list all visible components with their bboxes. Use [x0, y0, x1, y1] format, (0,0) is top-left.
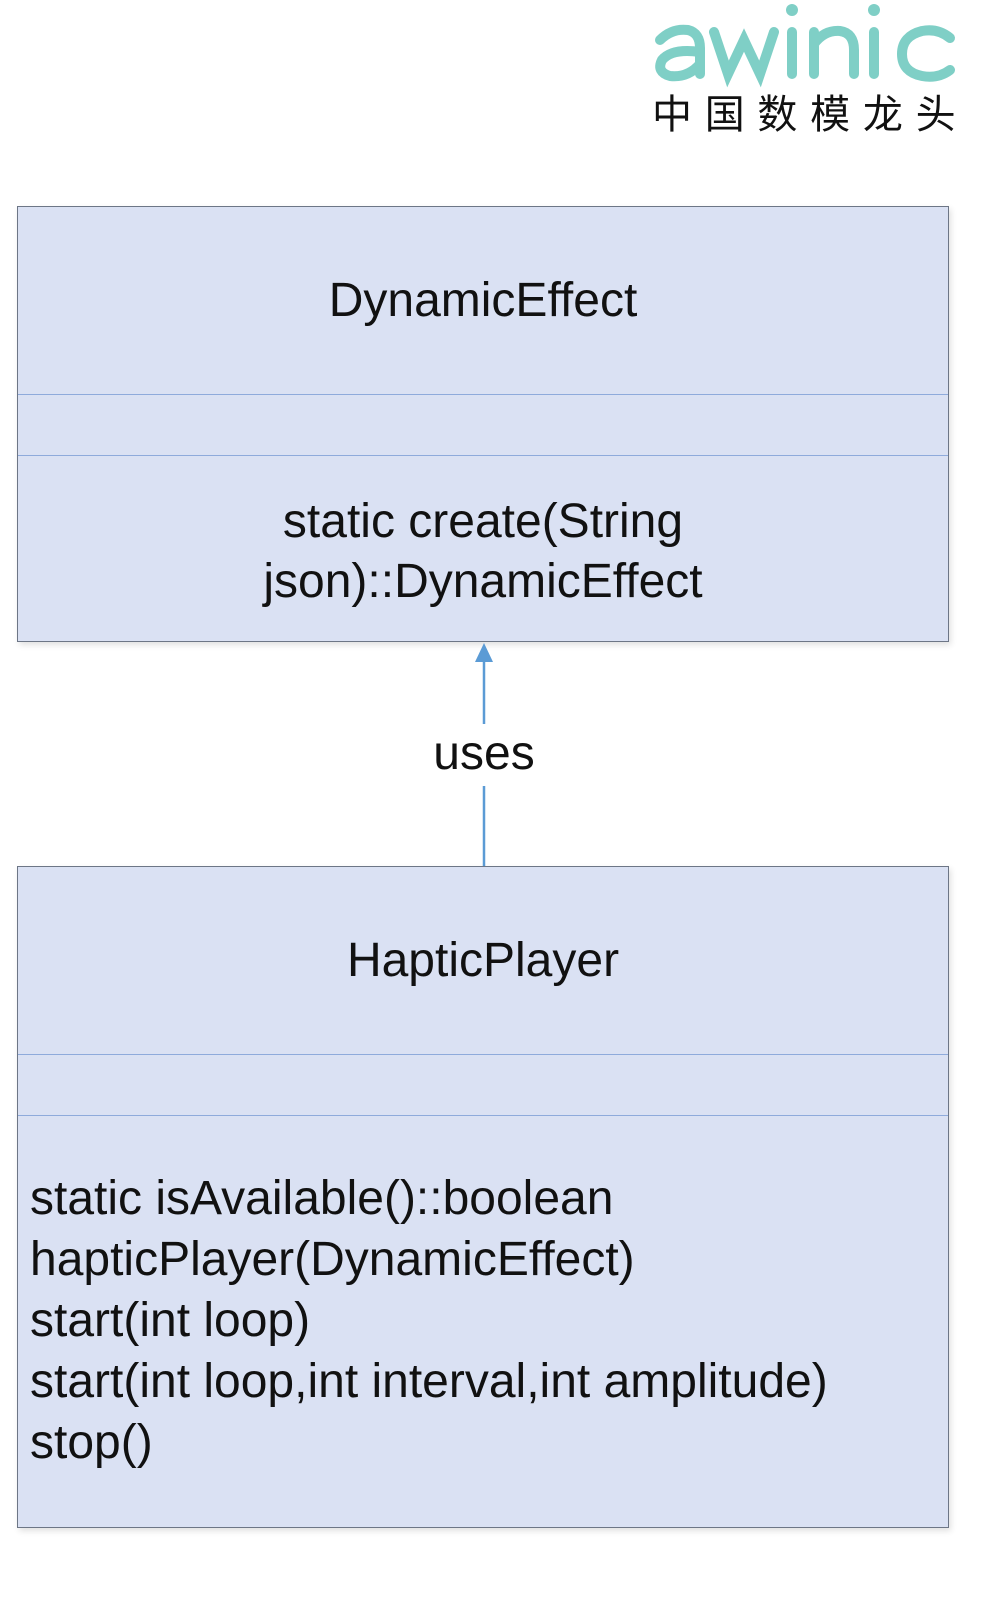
- awinic-logo: 中 国 数 模 龙 头: [652, 0, 970, 140]
- operation-line: static create(String: [282, 495, 684, 548]
- class-name-compartment: DynamicEffect: [18, 207, 948, 394]
- operation-line: stop(): [30, 1416, 153, 1469]
- class-haptic-player: HapticPlayer static isAvailable()::boole…: [17, 866, 949, 1528]
- class-dynamic-effect: DynamicEffect static create(String json)…: [17, 206, 949, 642]
- operations-list: static isAvailable()::boolean hapticPlay…: [30, 1168, 936, 1473]
- logo-tagline: 中 国 数 模 龙 头: [652, 92, 956, 138]
- operations-list: static create(String json)::DynamicEffec…: [18, 492, 948, 612]
- operations-compartment: static isAvailable()::boolean hapticPlay…: [18, 1115, 948, 1526]
- attributes-compartment: [18, 394, 948, 455]
- logo-graphic: 中 国 数 模 龙 头: [652, 4, 956, 138]
- uses-dependency-arrow: [475, 643, 493, 866]
- operation-line: start(int loop,int interval,int amplitud…: [30, 1355, 828, 1408]
- operation-line: json)::DynamicEffect: [263, 555, 703, 608]
- arrow-head-icon: [475, 643, 493, 662]
- class-name: DynamicEffect: [328, 273, 638, 327]
- relationship-label: uses: [384, 728, 584, 780]
- operations-compartment: static create(String json)::DynamicEffec…: [18, 455, 948, 640]
- operation-line: hapticPlayer(DynamicEffect): [30, 1233, 635, 1286]
- attributes-compartment: [18, 1054, 948, 1115]
- class-name: HapticPlayer: [346, 933, 620, 987]
- operation-line: start(int loop): [30, 1294, 311, 1347]
- class-name-compartment: HapticPlayer: [18, 867, 948, 1054]
- operation-line: static isAvailable()::boolean: [30, 1172, 614, 1225]
